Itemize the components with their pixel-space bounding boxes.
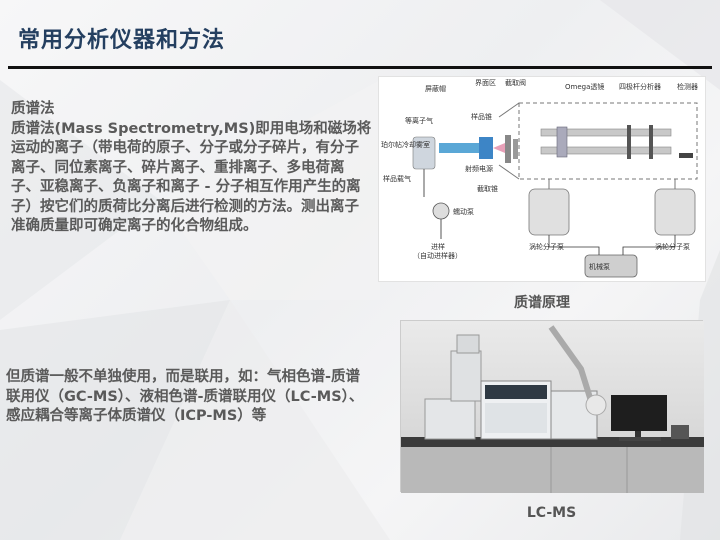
turbo-pump-1-shape — [528, 188, 570, 236]
detector-block — [679, 153, 693, 158]
rod-bracket-2 — [649, 125, 653, 159]
ms-description: 质谱法 质谱法(Mass Spectrometry,MS)即用电场和磁场将运动的… — [11, 100, 373, 237]
mech-pump-shape — [584, 254, 638, 278]
ms-principle-diagram: 屏蔽帽 界面区 截取阀 Omega透镜 四极杆分析器 检测器 等离子气 珀尔帖冷… — [378, 76, 706, 282]
label-cutoff-valve: 截取阀 — [505, 78, 526, 87]
label-mech-pump: 机械泵 — [589, 262, 610, 271]
lcms-lab-photo — [400, 320, 704, 493]
quadrupole-rod-bottom — [540, 146, 672, 155]
label-autosampler: （自动进样器） — [413, 251, 462, 260]
label-turbo-pump-2: 涡轮分子泵 — [655, 242, 690, 251]
ms-schematic: 屏蔽帽 界面区 截取阀 Omega透镜 四极杆分析器 检测器 等离子气 珀尔帖冷… — [381, 78, 698, 278]
plasma-flame — [493, 143, 505, 153]
vacuum-chamber — [518, 102, 698, 180]
torch-tube — [439, 143, 485, 153]
omega-lens — [556, 126, 568, 158]
label-skimmer-cone: 截取锥 — [477, 184, 498, 193]
label-sample-cone: 样品锥 — [471, 112, 492, 121]
label-injection: 进样 — [431, 242, 445, 251]
label-interface: 界面区 — [475, 79, 496, 87]
label-plasma-gas: 等离子气 — [405, 116, 433, 125]
turbo-pump-2-shape — [654, 188, 696, 236]
sample-cone-plate — [505, 135, 511, 163]
label-peristaltic-pump: 蠕动泵 — [453, 207, 474, 216]
slide-title: 常用分析仪器和方法 — [18, 28, 226, 53]
label-shield: 屏蔽帽 — [425, 84, 446, 93]
label-rf-source: 射频电源 — [465, 164, 493, 173]
title-underline — [8, 66, 712, 69]
label-detector: 检测器 — [677, 82, 698, 91]
lcms-photo-art — [401, 321, 704, 493]
label-carrier-gas: 样品载气 — [383, 174, 411, 183]
quadrupole-rod-top — [540, 128, 672, 137]
rod-bracket-1 — [627, 125, 631, 159]
label-peltier: 珀尔帖冷却雾室 — [381, 140, 430, 149]
interface-cone-outline — [498, 102, 520, 180]
ms-body: 质谱法(Mass Spectrometry,MS)即用电场和磁场将运动的离子（带… — [11, 120, 372, 235]
label-quadrupole: 四极杆分析器 — [619, 82, 661, 91]
label-omega-lens: Omega透镜 — [565, 82, 604, 91]
hyphenated-methods-text: 但质谱一般不单独使用，而是联用，如：气相色谱-质谱联用仪（GC-MS）、液相色谱… — [6, 369, 364, 424]
figure1-caption: 质谱原理 — [514, 295, 570, 311]
ms-heading: 质谱法 — [11, 101, 55, 117]
peristaltic-pump-shape — [432, 202, 450, 220]
label-turbo-pump-1: 涡轮分子泵 — [529, 242, 564, 251]
skimmer-cone-plate — [513, 139, 518, 159]
figure2-caption: LC-MS — [526, 505, 577, 521]
load-coil — [479, 137, 493, 159]
